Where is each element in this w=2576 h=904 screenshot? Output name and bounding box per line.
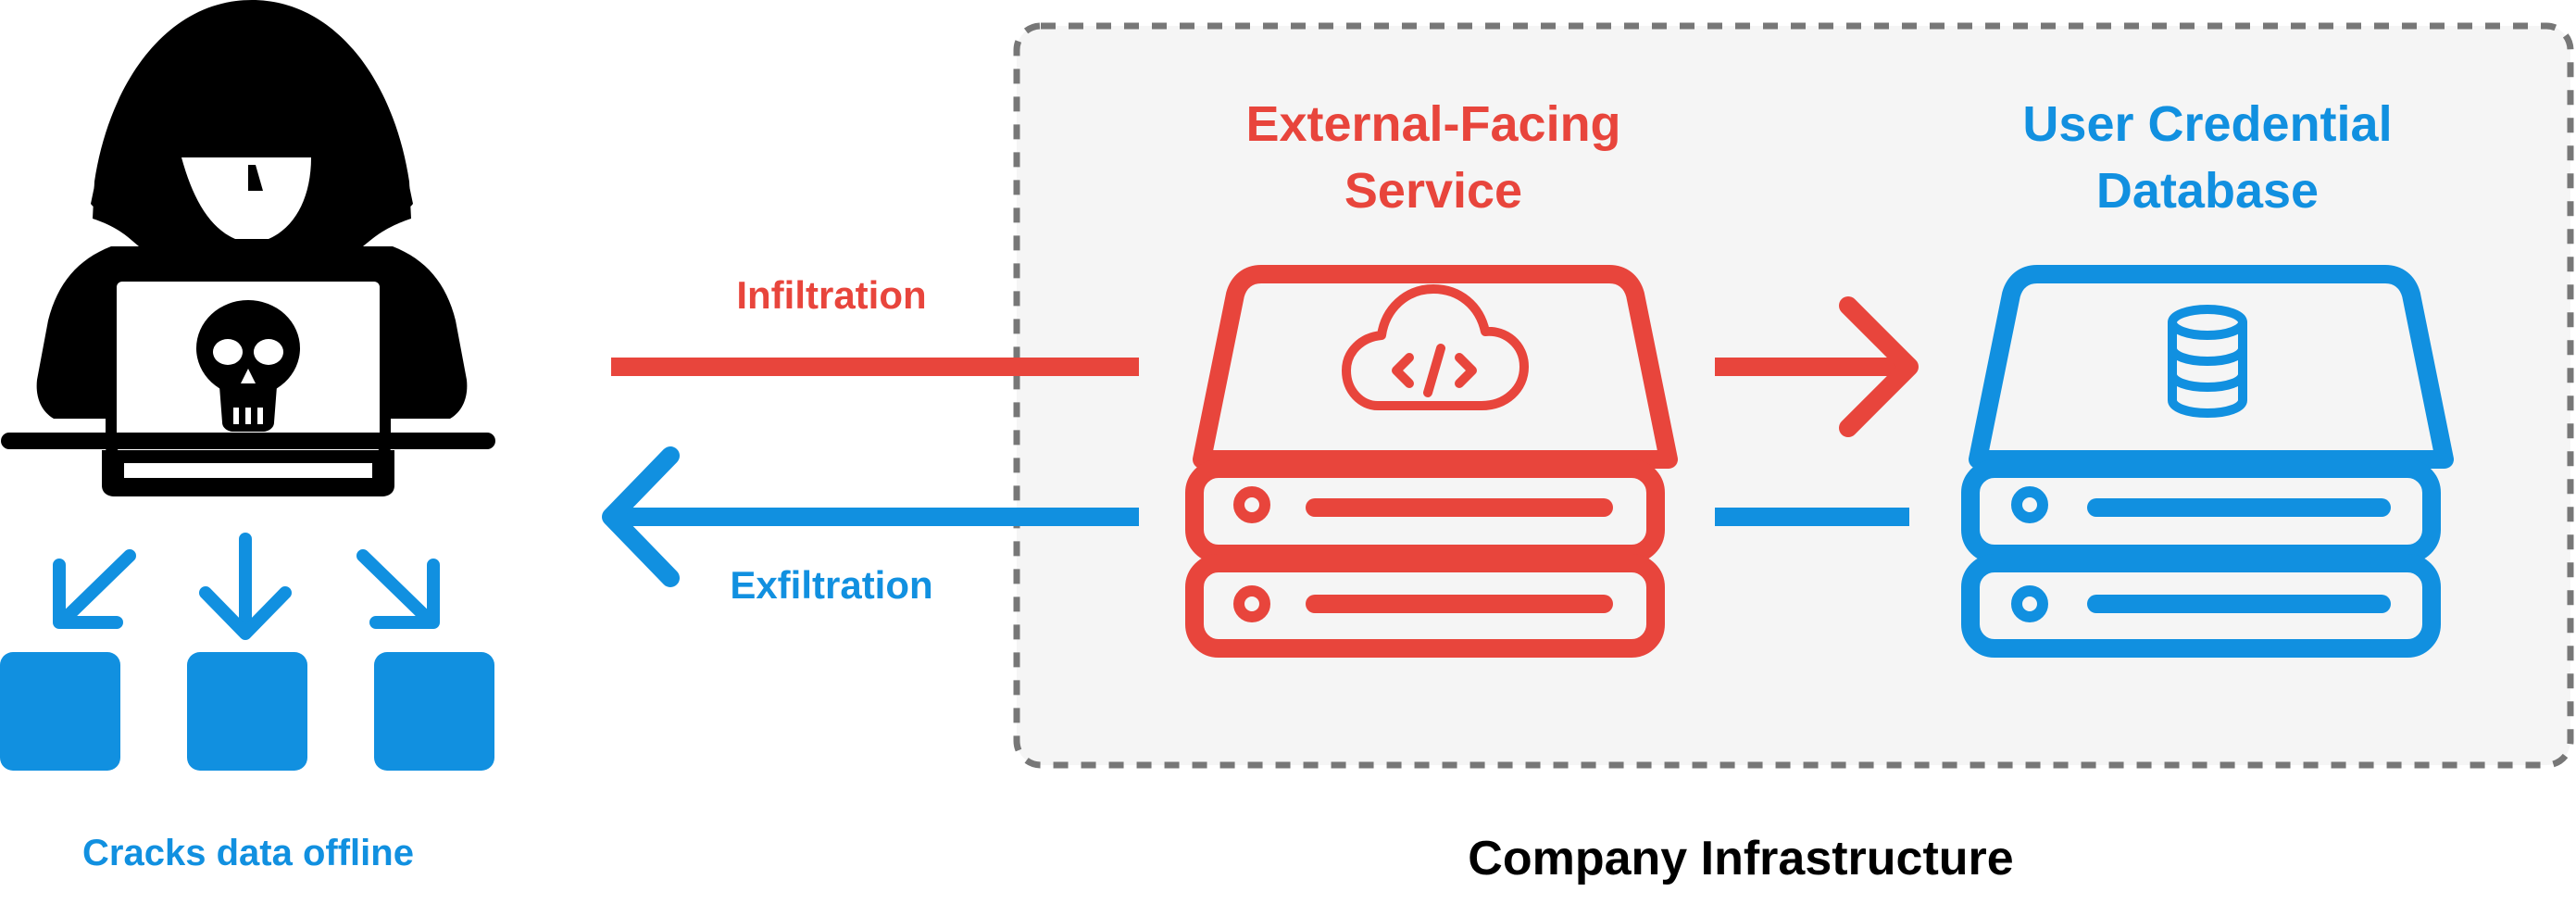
arrow-down-left-icon bbox=[53, 549, 136, 629]
status-light bbox=[2011, 585, 2048, 622]
arrow-down-icon bbox=[199, 533, 292, 640]
skull-icon bbox=[196, 300, 300, 432]
server-top-shape bbox=[1969, 265, 2454, 469]
server-top-shape bbox=[1193, 265, 1678, 469]
data-block bbox=[374, 652, 494, 771]
arrow-down-right-icon bbox=[356, 549, 440, 629]
status-light bbox=[2011, 486, 2048, 523]
status-light bbox=[1233, 585, 1270, 622]
external-service-title-line1: External-Facing bbox=[1245, 96, 1620, 152]
face-shape bbox=[181, 157, 311, 239]
server-unit-2 bbox=[1185, 554, 1665, 658]
exfiltration-label: Exfiltration bbox=[730, 563, 932, 607]
status-light bbox=[1233, 486, 1270, 523]
credential-db-server-icon bbox=[1961, 265, 2454, 658]
cloud-code-icon bbox=[1342, 284, 1529, 410]
exfiltration-arrowhead bbox=[602, 446, 680, 587]
server-unit-2 bbox=[1961, 554, 2441, 658]
offline-label: Cracks data offline bbox=[82, 833, 414, 873]
infiltration-label: Infiltration bbox=[736, 273, 926, 317]
offline-arrows bbox=[53, 533, 440, 640]
external-service-server-icon bbox=[1185, 265, 1678, 658]
data-block bbox=[187, 652, 307, 771]
external-service-title-line2: Service bbox=[1344, 163, 1522, 219]
data-block bbox=[0, 652, 120, 771]
credential-db-title-line1: User Credential bbox=[2022, 96, 2392, 152]
data-blocks bbox=[0, 652, 494, 771]
database-icon bbox=[2168, 305, 2247, 418]
infrastructure-label: Company Infrastructure bbox=[1468, 832, 2013, 885]
service-to-database-arrowhead bbox=[1839, 296, 1919, 437]
credential-db-title-line2: Database bbox=[2096, 163, 2319, 219]
infrastructure-boundary bbox=[1013, 22, 2574, 769]
hacker-with-laptop-icon bbox=[1, 0, 495, 496]
